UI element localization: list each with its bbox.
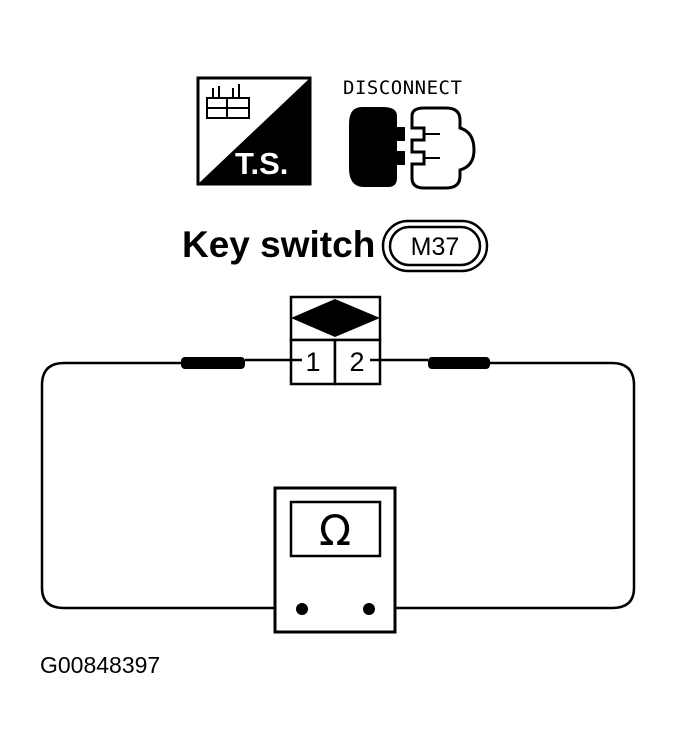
connector-half-filled — [349, 107, 405, 187]
left-probe — [181, 357, 245, 369]
ohm-symbol: Ω — [319, 506, 351, 555]
connector-id: M37 — [411, 233, 460, 261]
connector-id-badge: M37 — [381, 219, 489, 273]
small-connector-glyph — [206, 84, 250, 119]
left-lead-wire — [40, 358, 302, 610]
harness-connector: 1 2 — [289, 295, 382, 386]
pin-cell-2 — [333, 338, 382, 386]
right-probe — [428, 357, 490, 369]
disconnect-label: DISCONNECT — [343, 77, 462, 99]
meter-display — [289, 500, 382, 558]
figure-id: G00848397 — [40, 652, 161, 678]
ts-icon: T.S. — [196, 76, 312, 186]
right-lead-wire — [370, 358, 636, 610]
connector-half-outline — [410, 106, 476, 190]
connector-lock-tab — [291, 299, 380, 337]
ts-label: T.S. — [235, 146, 288, 181]
disconnect-icon: DISCONNECT — [343, 77, 476, 190]
pin-1-label: 1 — [305, 347, 320, 377]
pin-2-label: 2 — [349, 347, 364, 377]
meter-terminal-left — [296, 603, 308, 615]
test-leads — [40, 358, 636, 610]
component-name: Key switch — [182, 224, 375, 265]
meter-terminal-right — [363, 603, 375, 615]
ohmmeter: Ω — [273, 486, 397, 634]
